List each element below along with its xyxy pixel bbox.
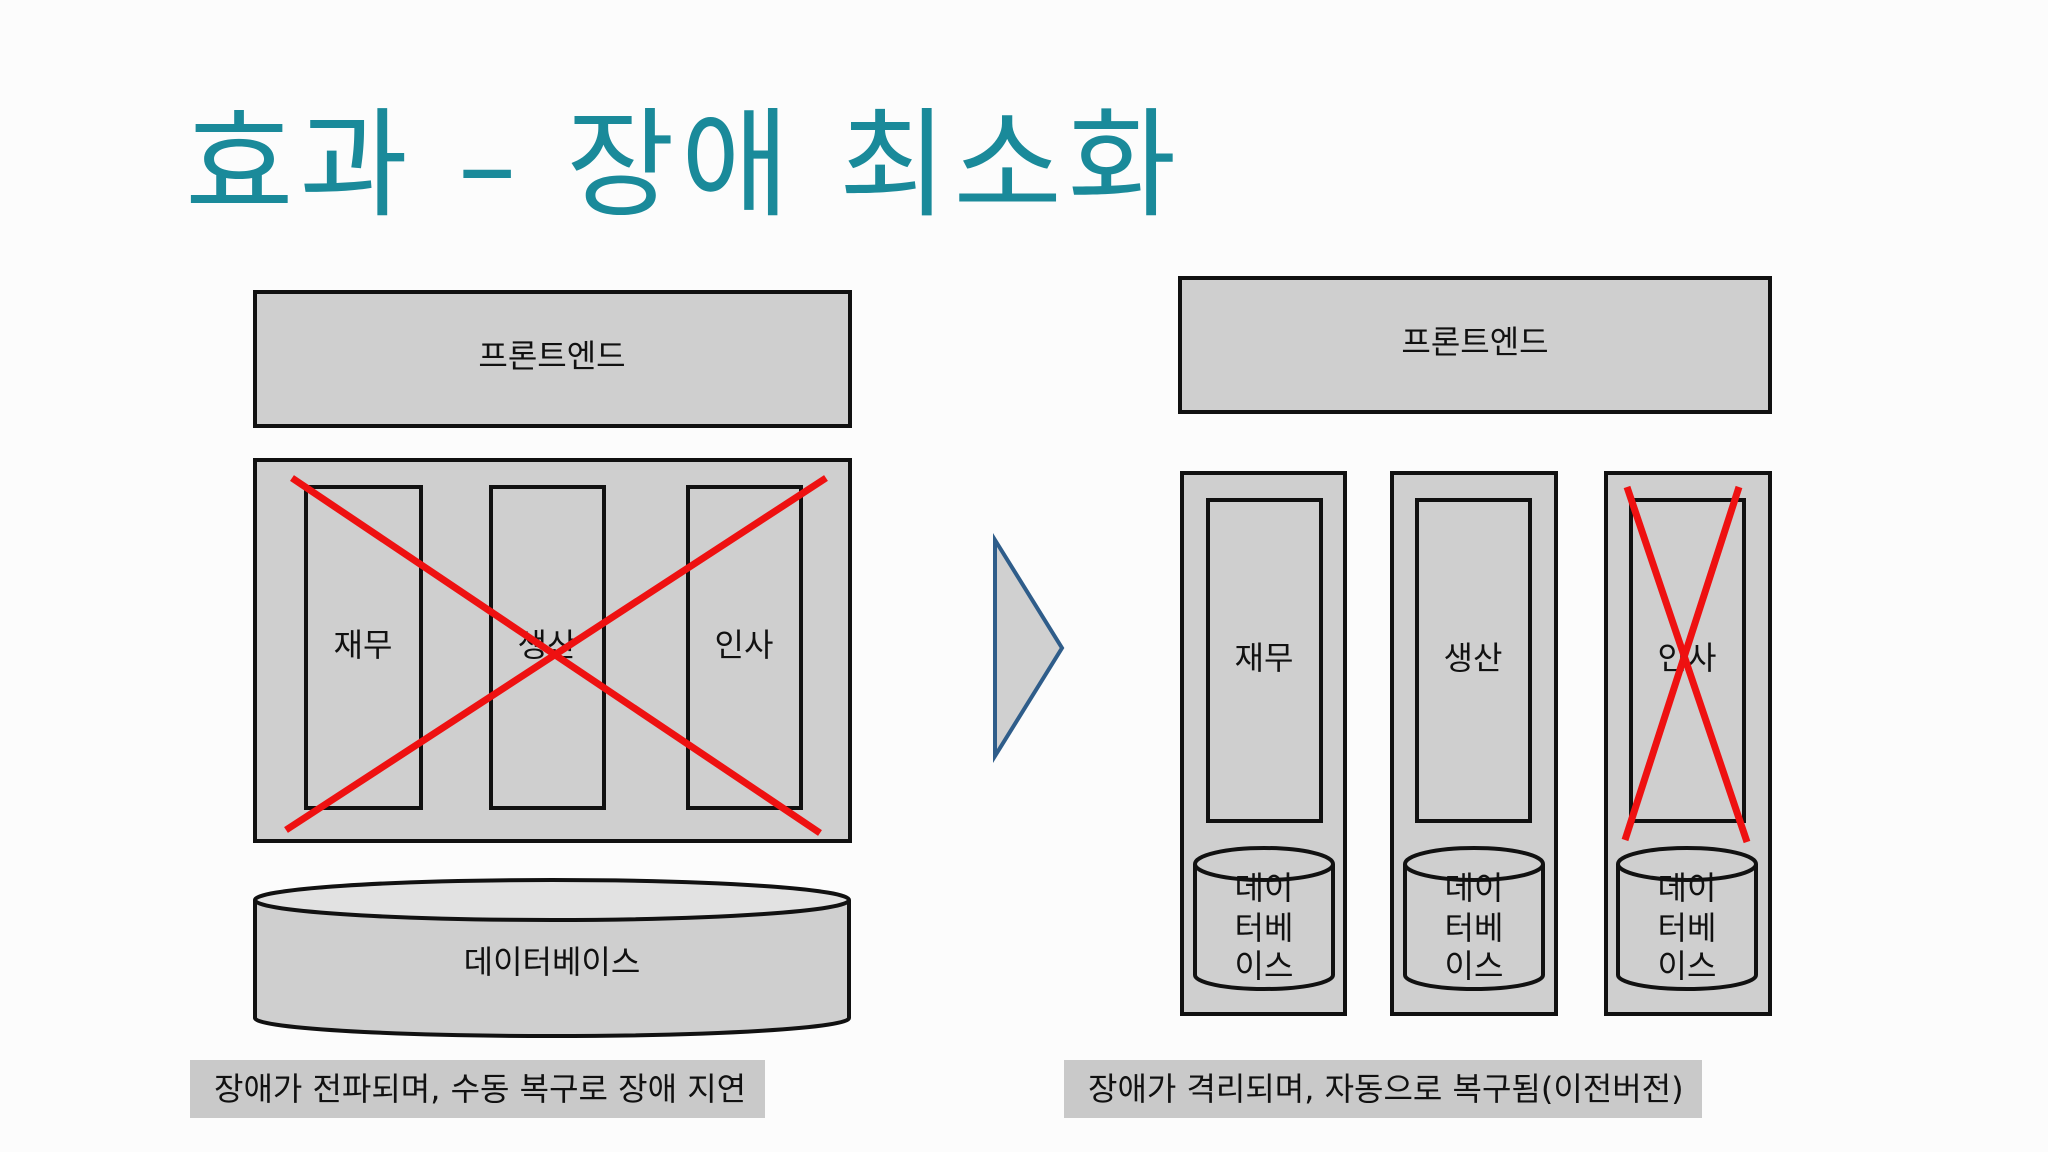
left-frontend-label: 프론트엔드: [478, 337, 625, 375]
service-module-label: 재무: [1235, 639, 1294, 677]
service-db-label-line: 데이: [1445, 869, 1504, 907]
service-db-label-line: 터베: [1445, 909, 1504, 947]
service-db-label-line: 터베: [1235, 909, 1294, 947]
service-db-label-line: 터베: [1658, 909, 1717, 947]
left-frontend-box: [253, 290, 852, 428]
left-module-label: 재무: [334, 626, 393, 664]
service-db-label-line: 데이: [1658, 869, 1717, 907]
service-column: 생산 데이 터베 이스: [1390, 471, 1558, 1016]
right-microservices: 프론트엔드 재무 데이 터베 이스 생산 데이 터베 이스 인사: [1178, 276, 1772, 1016]
service-failure-x-mark: [1621, 485, 1743, 842]
left-database-label: 데이터베이스: [464, 943, 641, 981]
right-caption: 장애가 격리되며, 자동으로 복구됨(이전버전): [1064, 1060, 1702, 1118]
service-column: 재무 데이 터베 이스: [1180, 471, 1347, 1016]
service-column: 인사 데이 터베 이스: [1604, 471, 1772, 1016]
service-db-label-line: 이스: [1445, 947, 1504, 985]
left-failure-x-mark: [284, 475, 828, 833]
service-db-label-line: 이스: [1658, 947, 1717, 985]
service-db-label-line: 데이: [1235, 869, 1294, 907]
service-module-box: [1206, 498, 1323, 823]
transition-arrow-icon: [993, 532, 1065, 764]
left-monolith: 프론트엔드 재무 생산 인사 데이터베이스: [253, 290, 852, 1038]
left-module-label: 인사: [715, 626, 774, 664]
service-module-label: 생산: [1444, 639, 1503, 677]
left-database-cylinder: [253, 878, 851, 1038]
right-frontend-box: [1178, 276, 1772, 414]
slide-title: 효과 – 장애 최소화: [185, 96, 1183, 234]
service-failure-x-mark: [1623, 485, 1751, 844]
service-db-label-line: 이스: [1235, 947, 1294, 985]
service-module-box: [1415, 498, 1532, 823]
right-frontend-label: 프론트엔드: [1401, 323, 1548, 361]
left-caption: 장애가 전파되며, 수동 복구로 장애 지연: [190, 1060, 765, 1118]
